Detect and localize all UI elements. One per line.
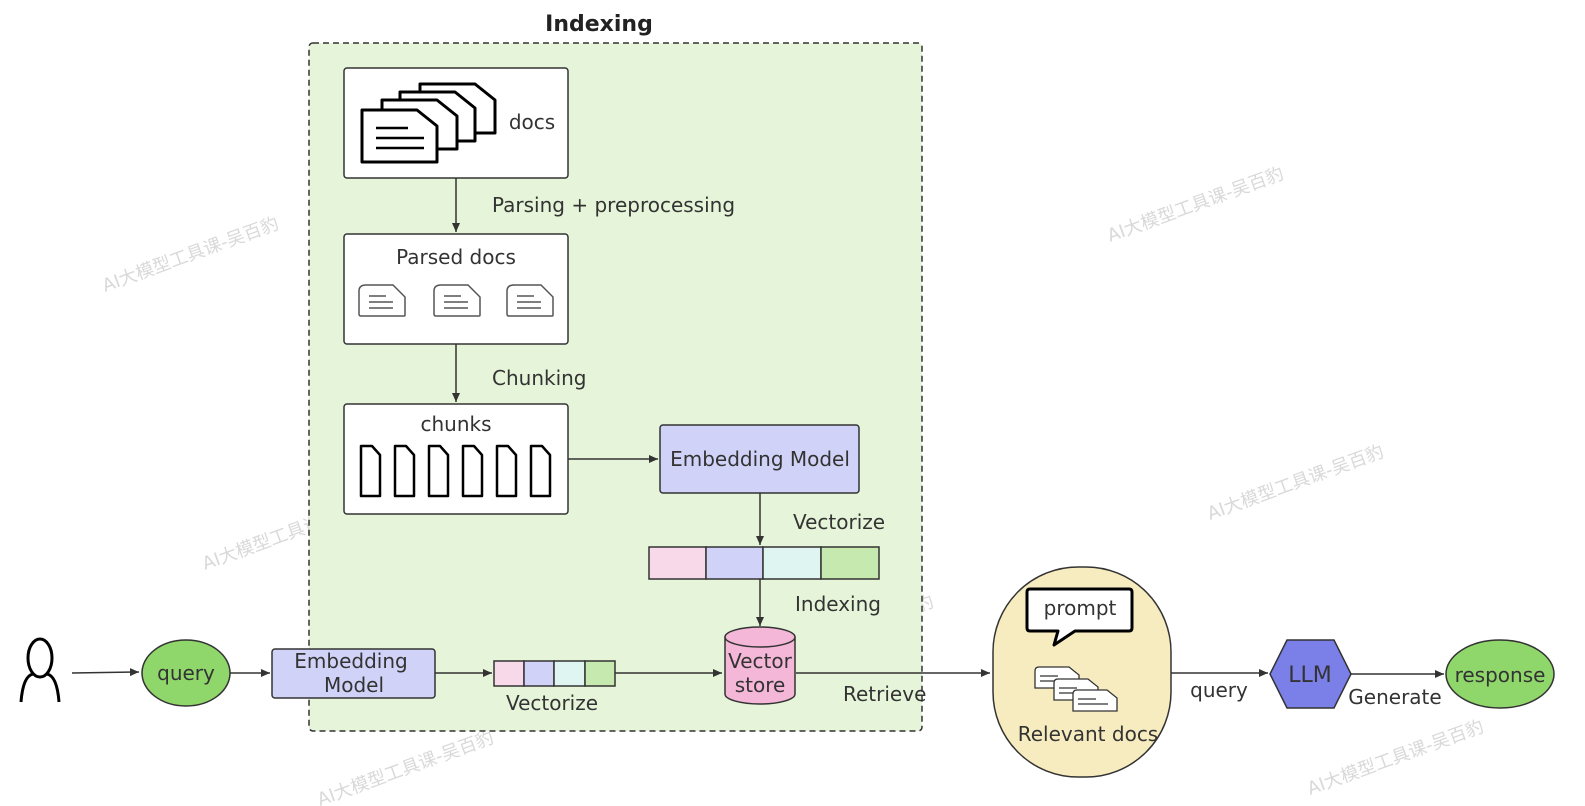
vector-query bbox=[493, 660, 616, 687]
relevant-doc-icons bbox=[1034, 666, 1118, 712]
watermark: AI大模型工具课-吴百豹 bbox=[100, 213, 282, 296]
prompt-bubble: prompt bbox=[1025, 587, 1134, 647]
edge-label-retrieve: Retrieve bbox=[843, 682, 926, 706]
watermark: AI大模型工具课-吴百豹 bbox=[1305, 716, 1487, 799]
edge-label-vectorize-query: Vectorize bbox=[506, 691, 598, 715]
vector-segment bbox=[493, 660, 525, 687]
prompt-label: prompt bbox=[1044, 596, 1117, 620]
vector-segment bbox=[584, 660, 616, 687]
prompt-zone-node[interactable]: prompt Relevant docs bbox=[992, 566, 1172, 778]
chunks-label: chunks bbox=[420, 412, 491, 436]
edge-label-parsing: Parsing + preprocessing bbox=[492, 193, 735, 217]
edge-label-indexing: Indexing bbox=[795, 592, 881, 616]
edge-user-query bbox=[71, 668, 140, 677]
docs-stack-icon bbox=[360, 82, 497, 164]
docs-node[interactable]: docs bbox=[343, 67, 569, 179]
parsed-doc-icons bbox=[358, 284, 554, 317]
vector-store-node[interactable]: Vector store bbox=[724, 626, 796, 705]
edge-label-vectorize-index: Vectorize bbox=[793, 510, 885, 534]
llm-label: LLM bbox=[1288, 663, 1332, 688]
vector-segment bbox=[523, 660, 555, 687]
response-node[interactable]: response bbox=[1445, 639, 1555, 709]
query-label: query bbox=[157, 661, 215, 685]
edge-label-chunking: Chunking bbox=[492, 366, 587, 390]
vector-segment bbox=[705, 546, 764, 580]
response-label: response bbox=[1455, 663, 1546, 687]
watermark: AI大模型工具课-吴百豹 bbox=[1205, 441, 1387, 524]
watermark: AI大模型工具课-吴百豹 bbox=[315, 727, 497, 806]
parsed-docs-node[interactable]: Parsed docs bbox=[343, 233, 569, 345]
docs-label: docs bbox=[509, 110, 555, 134]
chunk-icons bbox=[359, 444, 552, 498]
vector-store-label-line1: Vector bbox=[728, 649, 793, 673]
vector-segment bbox=[762, 546, 822, 580]
chunks-node[interactable]: chunks bbox=[343, 403, 569, 515]
vector-segment bbox=[553, 660, 586, 687]
edge-label-query-llm: query bbox=[1190, 678, 1248, 702]
llm-node[interactable]: LLM bbox=[1269, 639, 1352, 709]
vector-segment bbox=[820, 546, 880, 580]
query-node[interactable]: query bbox=[141, 639, 231, 707]
relevant-docs-label: Relevant docs bbox=[1018, 722, 1158, 746]
embedding-model-index-label: Embedding Model bbox=[670, 447, 850, 471]
vector-index bbox=[648, 546, 880, 580]
watermark: AI大模型工具课-吴百豹 bbox=[1105, 163, 1287, 246]
embedding-model-query-label-line2: Model bbox=[324, 673, 384, 697]
embedding-model-query-node[interactable]: Embedding Model bbox=[271, 648, 436, 699]
embedding-model-query-label-line1: Embedding bbox=[294, 649, 407, 673]
embedding-model-index-node[interactable]: Embedding Model bbox=[659, 424, 860, 494]
indexing-group-title: Indexing bbox=[545, 12, 653, 37]
edge-label-generate: Generate bbox=[1348, 685, 1441, 709]
vector-segment bbox=[648, 546, 707, 580]
vector-store-label-line2: store bbox=[735, 673, 786, 697]
user-icon bbox=[19, 637, 61, 703]
parsed-docs-label: Parsed docs bbox=[396, 245, 516, 269]
